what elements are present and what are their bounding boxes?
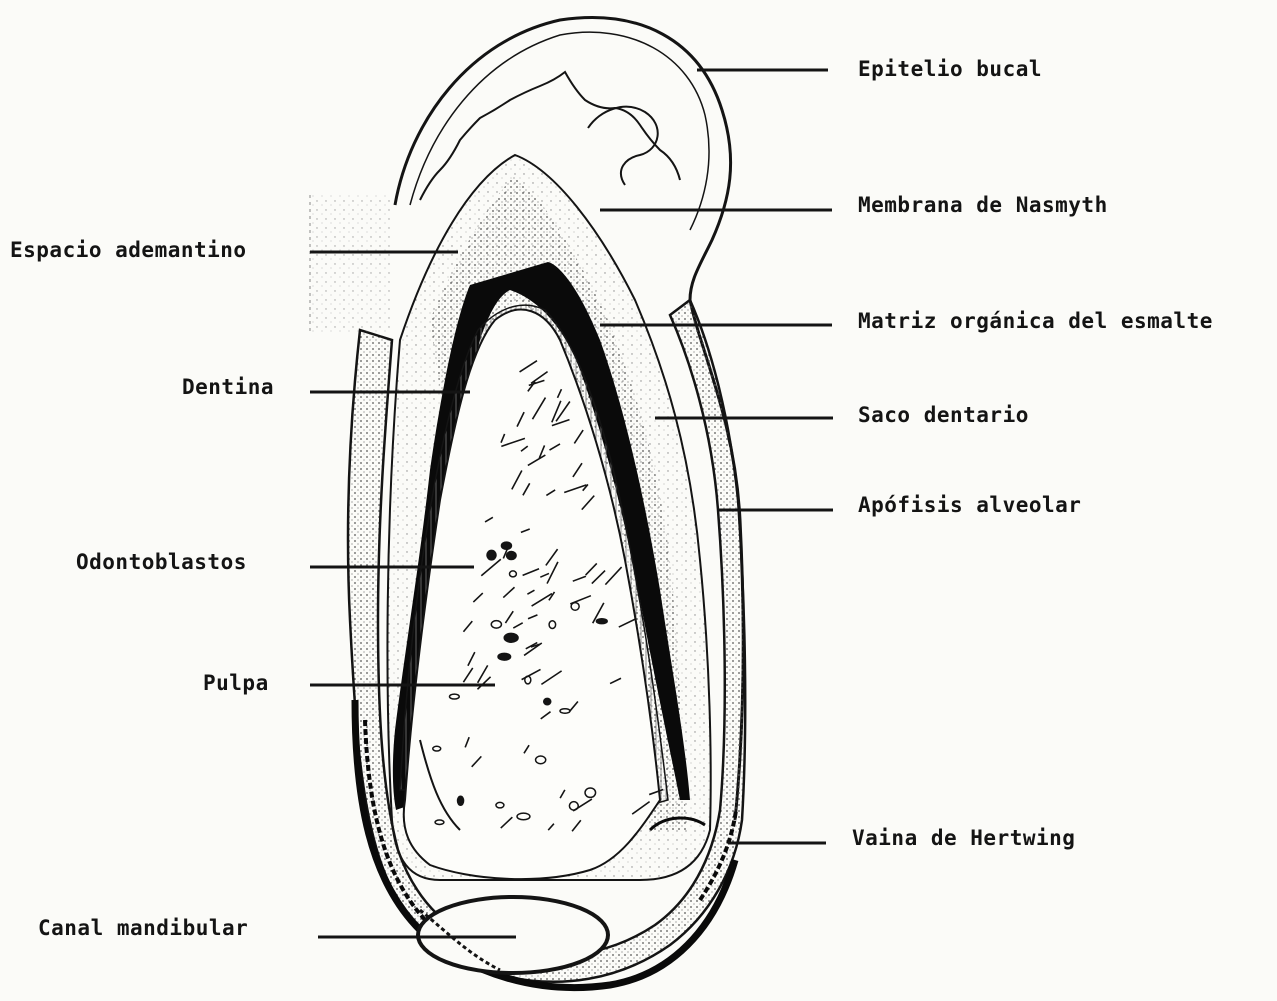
pulp-cell — [487, 550, 496, 560]
label-membrana-nasmyth: Membrana de Nasmyth — [858, 193, 1108, 217]
pulp-cell — [596, 619, 607, 624]
label-vaina-hertwig: Vaina de Hertwing — [852, 826, 1075, 850]
pulp-cell — [544, 698, 551, 704]
label-pulpa: Pulpa — [203, 671, 269, 695]
pulp-cell — [504, 633, 518, 642]
label-epitelio-bucal: Epitelio bucal — [858, 57, 1042, 81]
pulp-cell — [501, 542, 511, 549]
mandibular-canal — [418, 897, 608, 973]
label-canal-mandibular: Canal mandibular — [38, 916, 248, 940]
pulp-cell — [498, 653, 511, 660]
label-apofisis-alveolar: Apófisis alveolar — [858, 493, 1081, 517]
label-odontoblastos: Odontoblastos — [76, 550, 247, 574]
label-espacio-ademantino: Espacio ademantino — [10, 238, 247, 262]
label-matriz-esmalte: Matriz orgánica del esmalte — [858, 309, 1213, 333]
label-dentina: Dentina — [182, 375, 274, 399]
pulp-cell — [507, 552, 516, 560]
label-saco-dentario: Saco dentario — [858, 403, 1029, 427]
pulp-cell — [458, 796, 464, 805]
